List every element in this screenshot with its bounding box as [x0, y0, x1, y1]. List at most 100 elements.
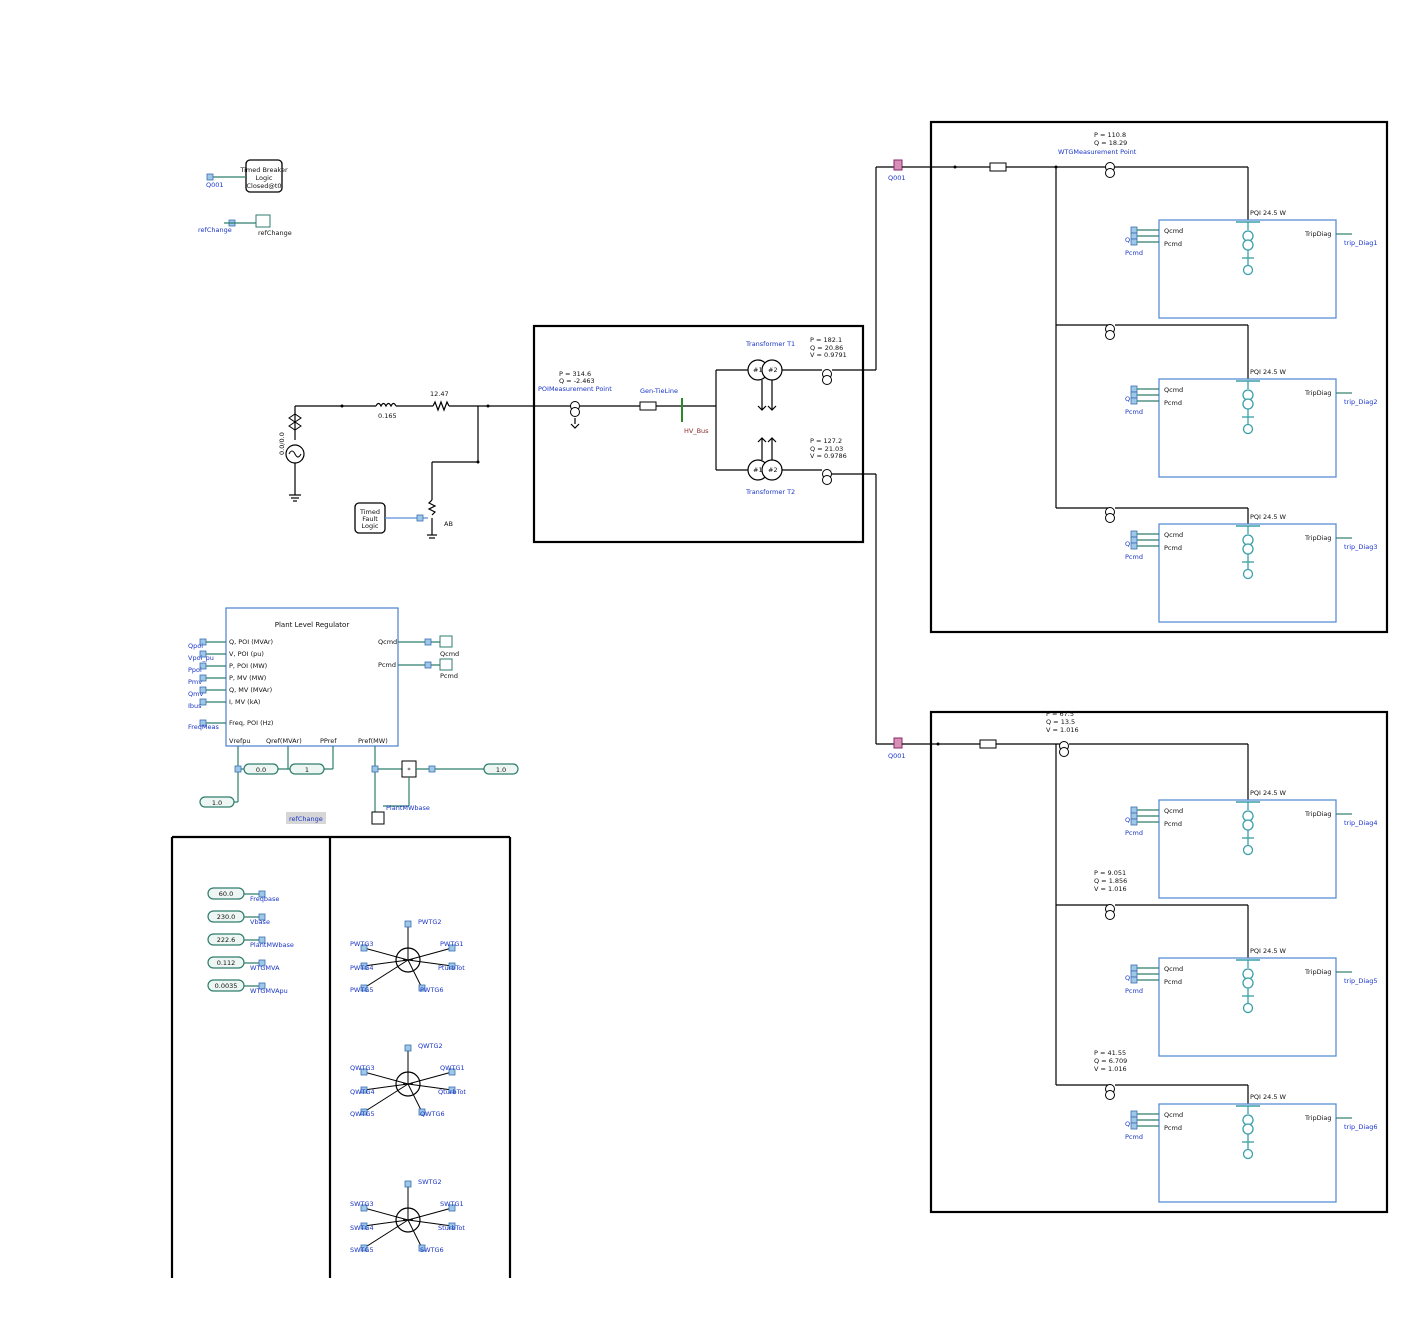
const-value: 230.0 [217, 913, 236, 921]
feeder-top-cable[interactable] [989, 162, 1007, 172]
bottom-wtg-unit-2[interactable]: PQI 24.5 WQcmdPcmdTripDiagtrip_Diag5QPcm… [1125, 947, 1377, 1057]
mid-values-2: Q = 1.856 [1094, 877, 1127, 885]
wtg-measurement-top[interactable]: P = 110.8 Q = 18.29 WTGMeasurement Point [1058, 131, 1137, 178]
plant-level-regulator[interactable]: Plant Level Regulator [225, 607, 399, 747]
wtg-unit-pcmd: Pcmd [1164, 544, 1182, 552]
breaker-logic-label-2: Logic [256, 174, 273, 182]
t1-values-2: Q = 20.86 [810, 344, 843, 352]
poi-measurement[interactable]: P = 314.6 Q = -2.463 POIMeasurement Poin… [538, 370, 612, 429]
const-value: 0.0035 [215, 982, 238, 990]
wtg-unit-trip: TripDiag [1304, 810, 1332, 818]
reg-input-1[interactable]: Q, POI (MVAr)Qpoi [188, 638, 273, 650]
reg-input-3[interactable]: P, POI (MW) Ppoi [188, 662, 267, 674]
const-value: 60.0 [219, 890, 233, 898]
top-wtg-unit-3[interactable]: PQI 24.5 WQcmdPcmdTripDiagtrip_Diag3QPcm… [1125, 513, 1377, 623]
wtg-unit-rating: PQI 24.5 W [1250, 789, 1287, 797]
line-inductor [432, 400, 450, 412]
substation-box [532, 324, 865, 544]
bottom-wtg-unit-1[interactable]: PQI 24.5 WQcmdPcmdTripDiagtrip_Diag4QPcm… [1125, 789, 1377, 899]
splitter-out-label: PWTG3 [350, 940, 374, 948]
source-label: 0.0/0.0 [278, 432, 286, 455]
reg-input-4[interactable]: P, MV (MW)Pmv [188, 674, 266, 686]
timed-breaker-logic[interactable]: Timed Breaker Logic Closed@t0 [239, 159, 288, 193]
qcmd-meter-icon [439, 635, 453, 648]
const-name: PlantMWbase [250, 941, 294, 949]
t2-label: Transformer T2 [745, 488, 795, 496]
low-values-3: V = 1.016 [1094, 1065, 1127, 1073]
reg-input-6[interactable]: I, MV (kA) Ibus [188, 698, 260, 710]
reg-input-signal: FreqMeas [188, 723, 220, 731]
gen-tieline[interactable] [639, 401, 657, 411]
reg-input-label: Freq, POI (Hz) [229, 719, 273, 727]
transformer-t2[interactable]: #1 #2 Transformer T2 [745, 437, 795, 496]
wtg-unit-rating: PQI 24.5 W [1250, 209, 1287, 217]
reg-input-signal: Ibus [188, 702, 202, 710]
wtg-measurement-label: WTGMeasurement Point [1058, 148, 1137, 156]
t2-values-2: Q = 21.03 [810, 445, 843, 453]
wtg-measurement-mid[interactable]: P = 9.051 Q = 1.856 V = 1.016 [1094, 869, 1127, 920]
wtg-bottom-values-2: Q = 13.5 [1046, 718, 1075, 726]
reg-input-label: I, MV (kA) [229, 698, 260, 706]
reg-input-2[interactable]: V, POI (pu)Vpoi_pu [188, 650, 264, 662]
const-name: Vbase [250, 918, 270, 926]
wtg-measurement-bottom[interactable]: P = 67.5 Q = 13.5 V = 1.016 [1046, 710, 1079, 757]
feeder-top-breaker[interactable]: Q001 [888, 159, 906, 182]
const-10b[interactable] [483, 763, 519, 775]
bottom-wtg-unit-3[interactable]: PQI 24.5 WQcmdPcmdTripDiagtrip_Diag6QPcm… [1125, 1093, 1377, 1203]
reg-input-label: Q, POI (MVAr) [229, 638, 273, 646]
refchange-in-label: refChange [198, 226, 232, 234]
t1-measurement[interactable]: P = 182.1 Q = 20.86 V = 0.9791 [810, 336, 847, 385]
const-name: Freqbase [250, 895, 279, 903]
splitter-out-label: QWTG3 [350, 1064, 375, 1072]
const-10b-label: 1.0 [496, 766, 506, 774]
top-wtg-unit-2[interactable]: PQI 24.5 WQcmdPcmdTripDiagtrip_Diag2QPcm… [1125, 368, 1377, 478]
feeder-bottom-breaker[interactable]: Q001 [888, 737, 906, 760]
t1-w1: #1 [753, 366, 763, 374]
wtg-unit-in-p: Pcmd [1125, 829, 1143, 837]
splitter-out-label: PWTG6 [420, 986, 444, 994]
wtg-unit-qcmd: Qcmd [1164, 386, 1183, 394]
poi-values-1: P = 314.6 [559, 370, 591, 378]
timed-fault-logic[interactable]: Timed Fault Logic [354, 502, 386, 534]
wtg-measurement-low[interactable]: P = 41.55 Q = 6.709 V = 1.016 [1094, 1049, 1127, 1100]
const-1[interactable] [289, 763, 325, 775]
wtg-unit-rating: PQI 24.5 W [1250, 947, 1287, 955]
ac-source[interactable]: 0.0/0.0 [278, 406, 305, 502]
wtg-unit-trip: TripDiag [1304, 534, 1332, 542]
t2-values-1: P = 127.2 [810, 437, 842, 445]
const-00[interactable] [243, 763, 279, 775]
wtg-unit-trip: TripDiag [1304, 968, 1332, 976]
transformer-t1[interactable]: #1 #2 Transformer T1 [745, 340, 795, 411]
low-values-2: Q = 6.709 [1094, 1057, 1127, 1065]
fault-label: AB [444, 520, 453, 528]
reg-input-7[interactable]: Freq, POI (Hz) FreqMeas [188, 719, 273, 731]
wtg-unit-pcmd: Pcmd [1164, 240, 1182, 248]
refchange-tag[interactable] [286, 812, 326, 824]
reg-input-signal: Ppoi [188, 666, 202, 674]
breaker-logic-label: Timed Breaker [239, 166, 288, 174]
top-wtg-unit-1[interactable]: PQI 24.5 WQcmdPcmdTripDiagtrip_Diag1QPcm… [1125, 209, 1377, 319]
reg-input-label: P, POI (MW) [229, 662, 267, 670]
refchange-out-label: refChange [258, 229, 292, 237]
t2-measurement[interactable]: P = 127.2 Q = 21.03 V = 0.9786 [810, 437, 847, 485]
reg-input-5[interactable]: Q, MV (MVAr)Qmv [188, 686, 272, 698]
wtg-unit-in-p: Pcmd [1125, 249, 1143, 257]
fault-logic-label-2: Fault [362, 515, 378, 523]
t2-w1: #1 [753, 466, 763, 474]
t2-values-3: V = 0.9786 [810, 452, 847, 460]
reg-qcmd-sig: Qcmd [440, 650, 459, 658]
feeder-bottom-cable[interactable] [979, 739, 997, 749]
wtg-unit-trip-out: trip_Diag4 [1344, 819, 1377, 827]
wtg-bottom-values-1: P = 67.5 [1046, 710, 1074, 718]
feeder-bottom-breaker-label: Q001 [888, 752, 906, 760]
hv-bus-label: HV_Bus [684, 427, 709, 435]
